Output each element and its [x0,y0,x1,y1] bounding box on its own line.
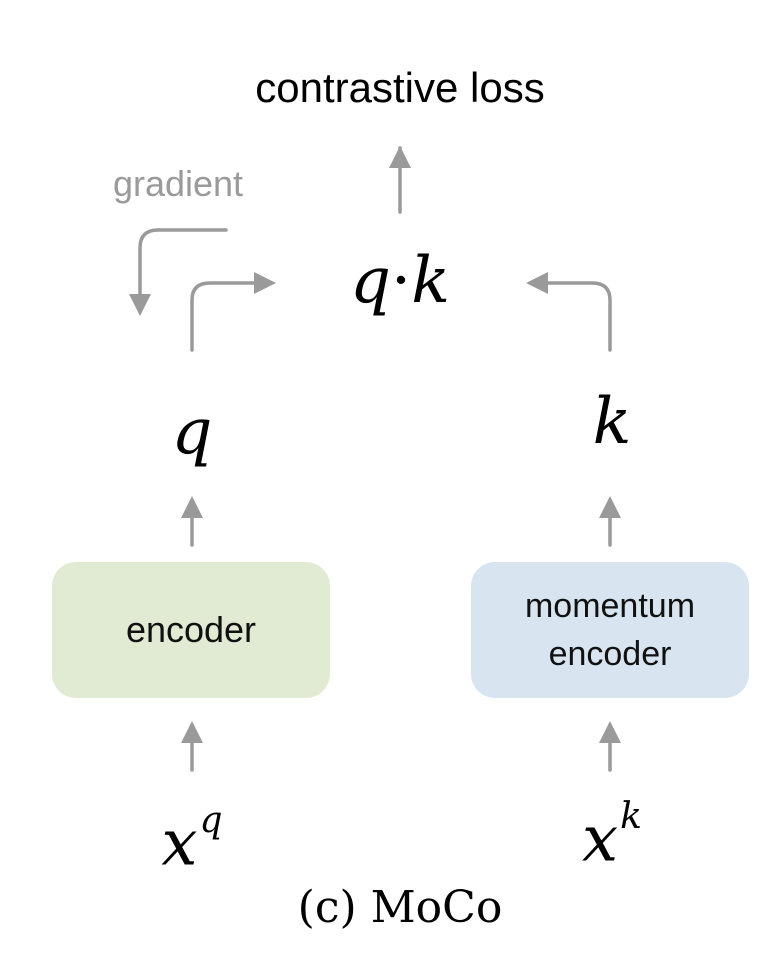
query-label: q [171,395,213,469]
key-label: k [592,385,632,459]
input-key-base: x [582,802,619,877]
dot-left: q [349,244,391,318]
arrow-to-loss [389,146,411,214]
gradient-label: gradient [112,163,244,204]
arrow-encoder-to-q [181,496,203,547]
contrastive-loss-label: contrastive loss [255,64,545,111]
arrow-xq-to-encoder [181,721,203,772]
arrow-xk-to-momentum [599,721,621,772]
arrow-k-to-qk [526,272,612,352]
input-query-sup: q [199,800,223,841]
input-query-base: x [161,806,198,881]
momentum-encoder-line1: momentum [524,587,696,625]
encoder-label: encoder [125,609,257,650]
input-key-sup: k [620,796,642,837]
momentum-encoder-line2: encoder [548,635,672,673]
input-query-label: xq [161,800,222,880]
input-key-label: xk [582,796,642,876]
encoder-box: encoder [52,562,330,698]
dot-operator: · [390,244,412,318]
figure-caption: (c) MoCo [297,882,503,933]
dot-product-label: q·k [350,244,450,318]
arrow-momentum-to-k [599,496,621,547]
gradient-arrow [129,228,228,316]
momentum-encoder-box: momentum encoder [471,562,749,698]
arrow-q-to-qk [190,272,276,352]
dot-right: k [411,244,451,318]
